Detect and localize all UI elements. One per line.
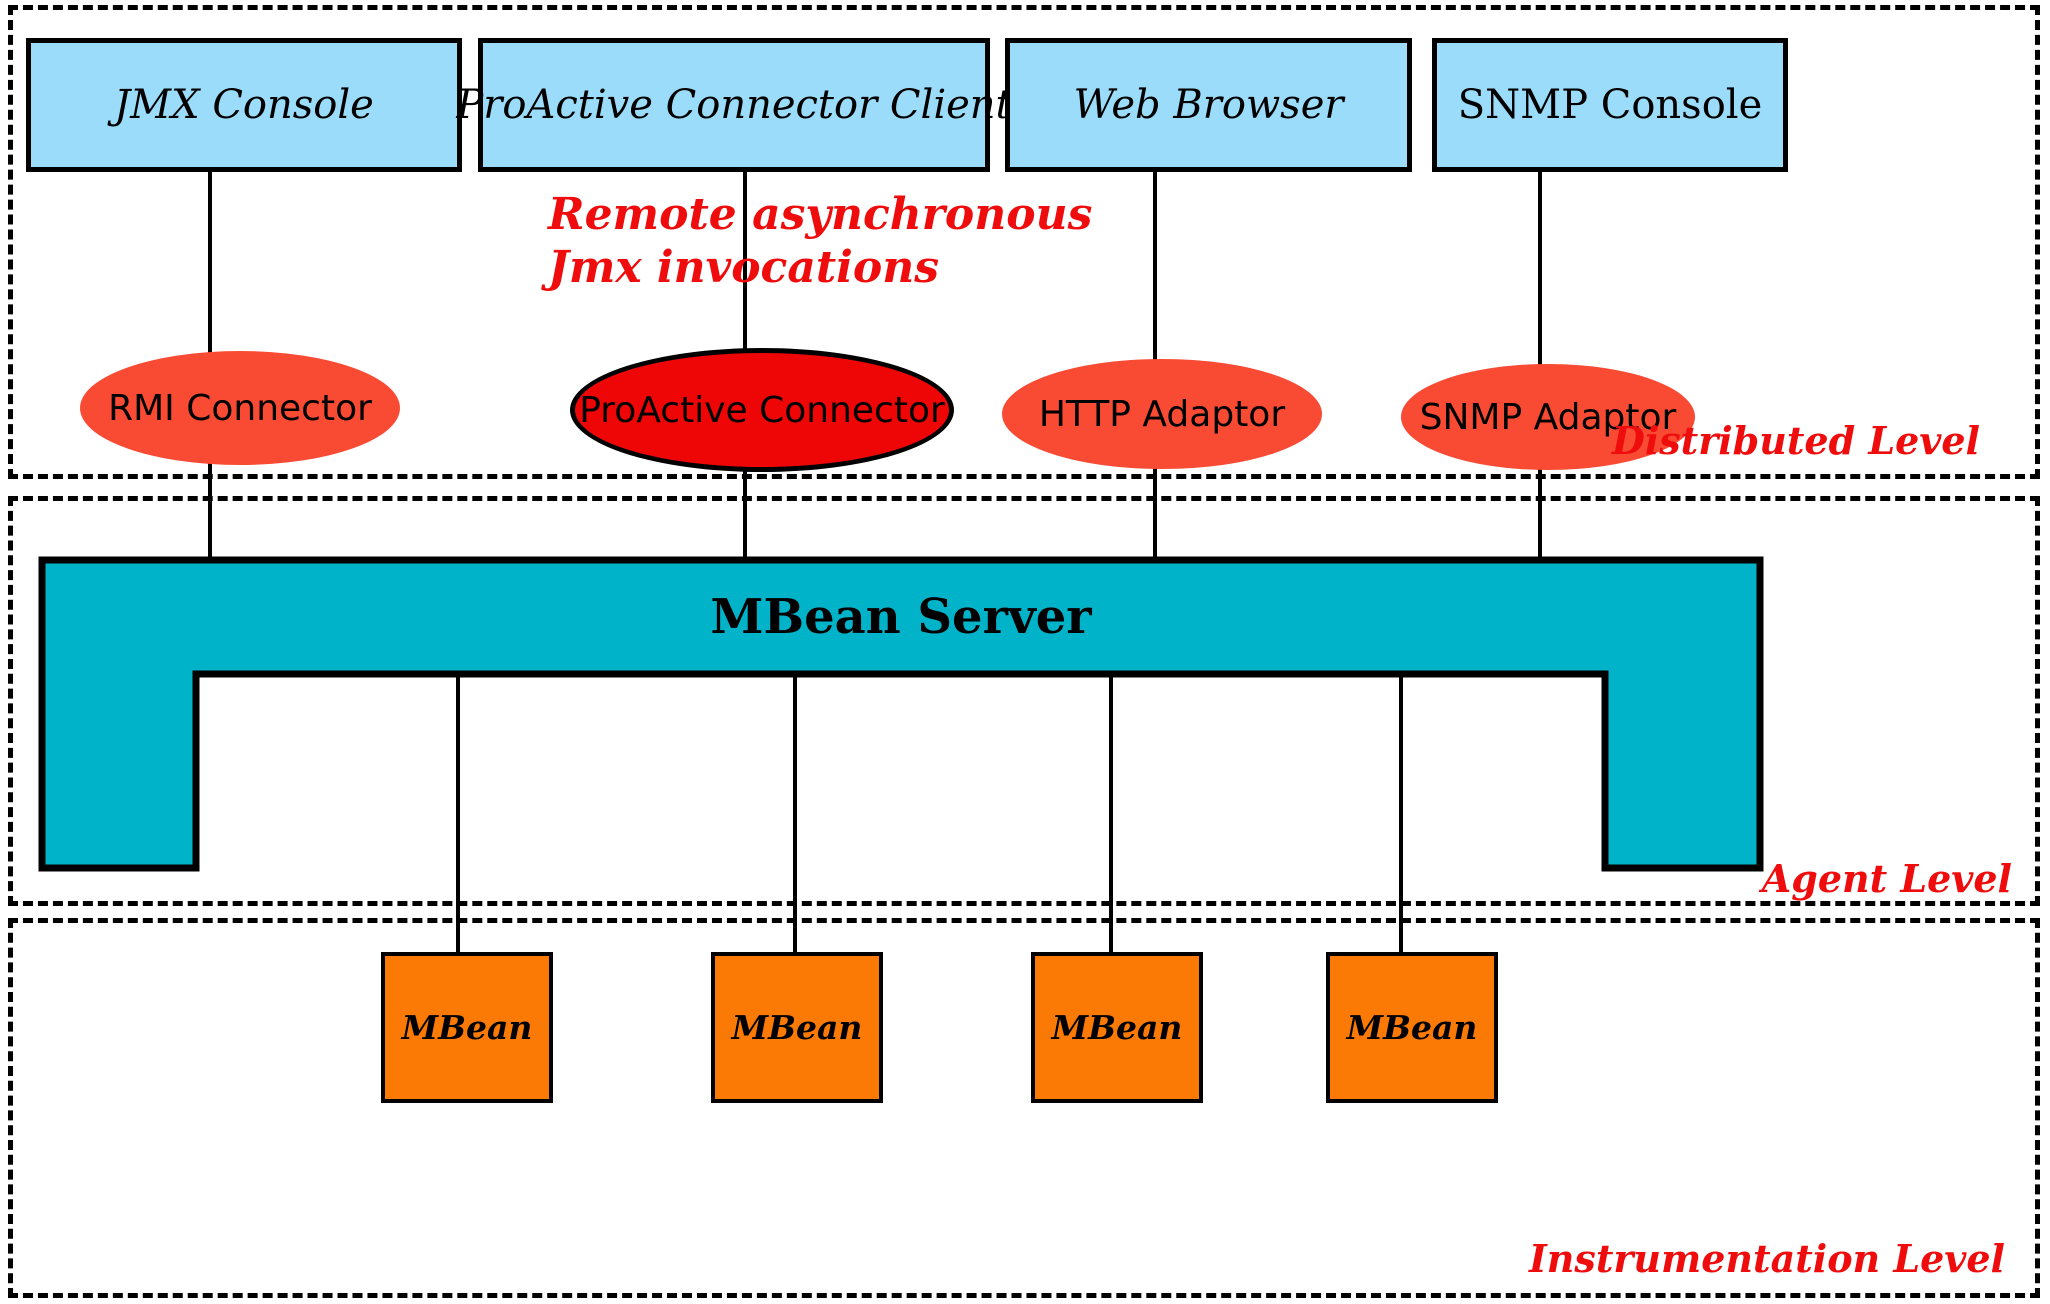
level-label-distributed: Distributed Level <box>1611 418 1980 463</box>
mbean-label-4: MBean <box>1346 1008 1478 1047</box>
line-server-to-mbean-4 <box>1399 674 1403 952</box>
adaptor-label-http: HTTP Adaptor <box>1038 393 1286 435</box>
client-label-proactive-connector-client: ProActive Connector Client <box>456 82 1012 128</box>
client-box-snmp-console: SNMP Console <box>1432 38 1788 172</box>
adaptor-ellipse-snmp: SNMP Adaptor <box>1401 364 1695 470</box>
client-box-jmx-console: JMX Console <box>26 38 462 172</box>
line-server-to-mbean-2 <box>793 674 797 952</box>
level-label-agent: Agent Level <box>1761 856 2012 901</box>
mbean-server-bracket <box>38 556 1764 872</box>
annotation-line-1: Remote asynchronous <box>548 189 1093 240</box>
client-box-proactive-connector-client: ProActive Connector Client <box>456 38 1012 172</box>
level-label-instrumentation: Instrumentation Level <box>1529 1236 2005 1281</box>
level-box-distributed <box>8 5 2040 479</box>
mbean-server-label-wrap: MBean Server <box>42 560 1760 674</box>
mbean-server-label: MBean Server <box>710 589 1092 645</box>
mbean-box-2: MBean <box>711 952 883 1103</box>
mbean-box-3: MBean <box>1031 952 1203 1103</box>
adaptor-ellipse-http: HTTP Adaptor <box>1002 359 1322 469</box>
connector-ellipse-proactive: ProActive Connector <box>570 348 954 472</box>
mbean-label-3: MBean <box>1051 1008 1183 1047</box>
level-box-instrumentation <box>8 918 2040 1298</box>
connector-ellipse-rmi: RMI Connector <box>80 351 400 465</box>
mbean-box-1: MBean <box>381 952 553 1103</box>
line-server-to-mbean-1 <box>456 674 460 952</box>
annotation-line-2: Jmx invocations <box>548 242 939 293</box>
client-label-snmp-console: SNMP Console <box>1457 82 1763 128</box>
mbean-box-4: MBean <box>1326 952 1498 1103</box>
client-label-jmx-console: JMX Console <box>114 82 374 128</box>
mbean-label-1: MBean <box>401 1008 533 1047</box>
connector-label-proactive: ProActive Connector <box>579 389 945 431</box>
line-server-to-mbean-3 <box>1109 674 1113 952</box>
adaptor-label-snmp: SNMP Adaptor <box>1419 396 1677 438</box>
client-box-web-browser: Web Browser <box>1005 38 1412 172</box>
level-box-agent <box>8 496 2040 906</box>
annotation-remote-async: Remote asynchronous Jmx invocations <box>548 188 1092 294</box>
mbean-label-2: MBean <box>731 1008 863 1047</box>
client-label-web-browser: Web Browser <box>1073 82 1344 128</box>
connector-label-rmi: RMI Connector <box>108 387 372 429</box>
